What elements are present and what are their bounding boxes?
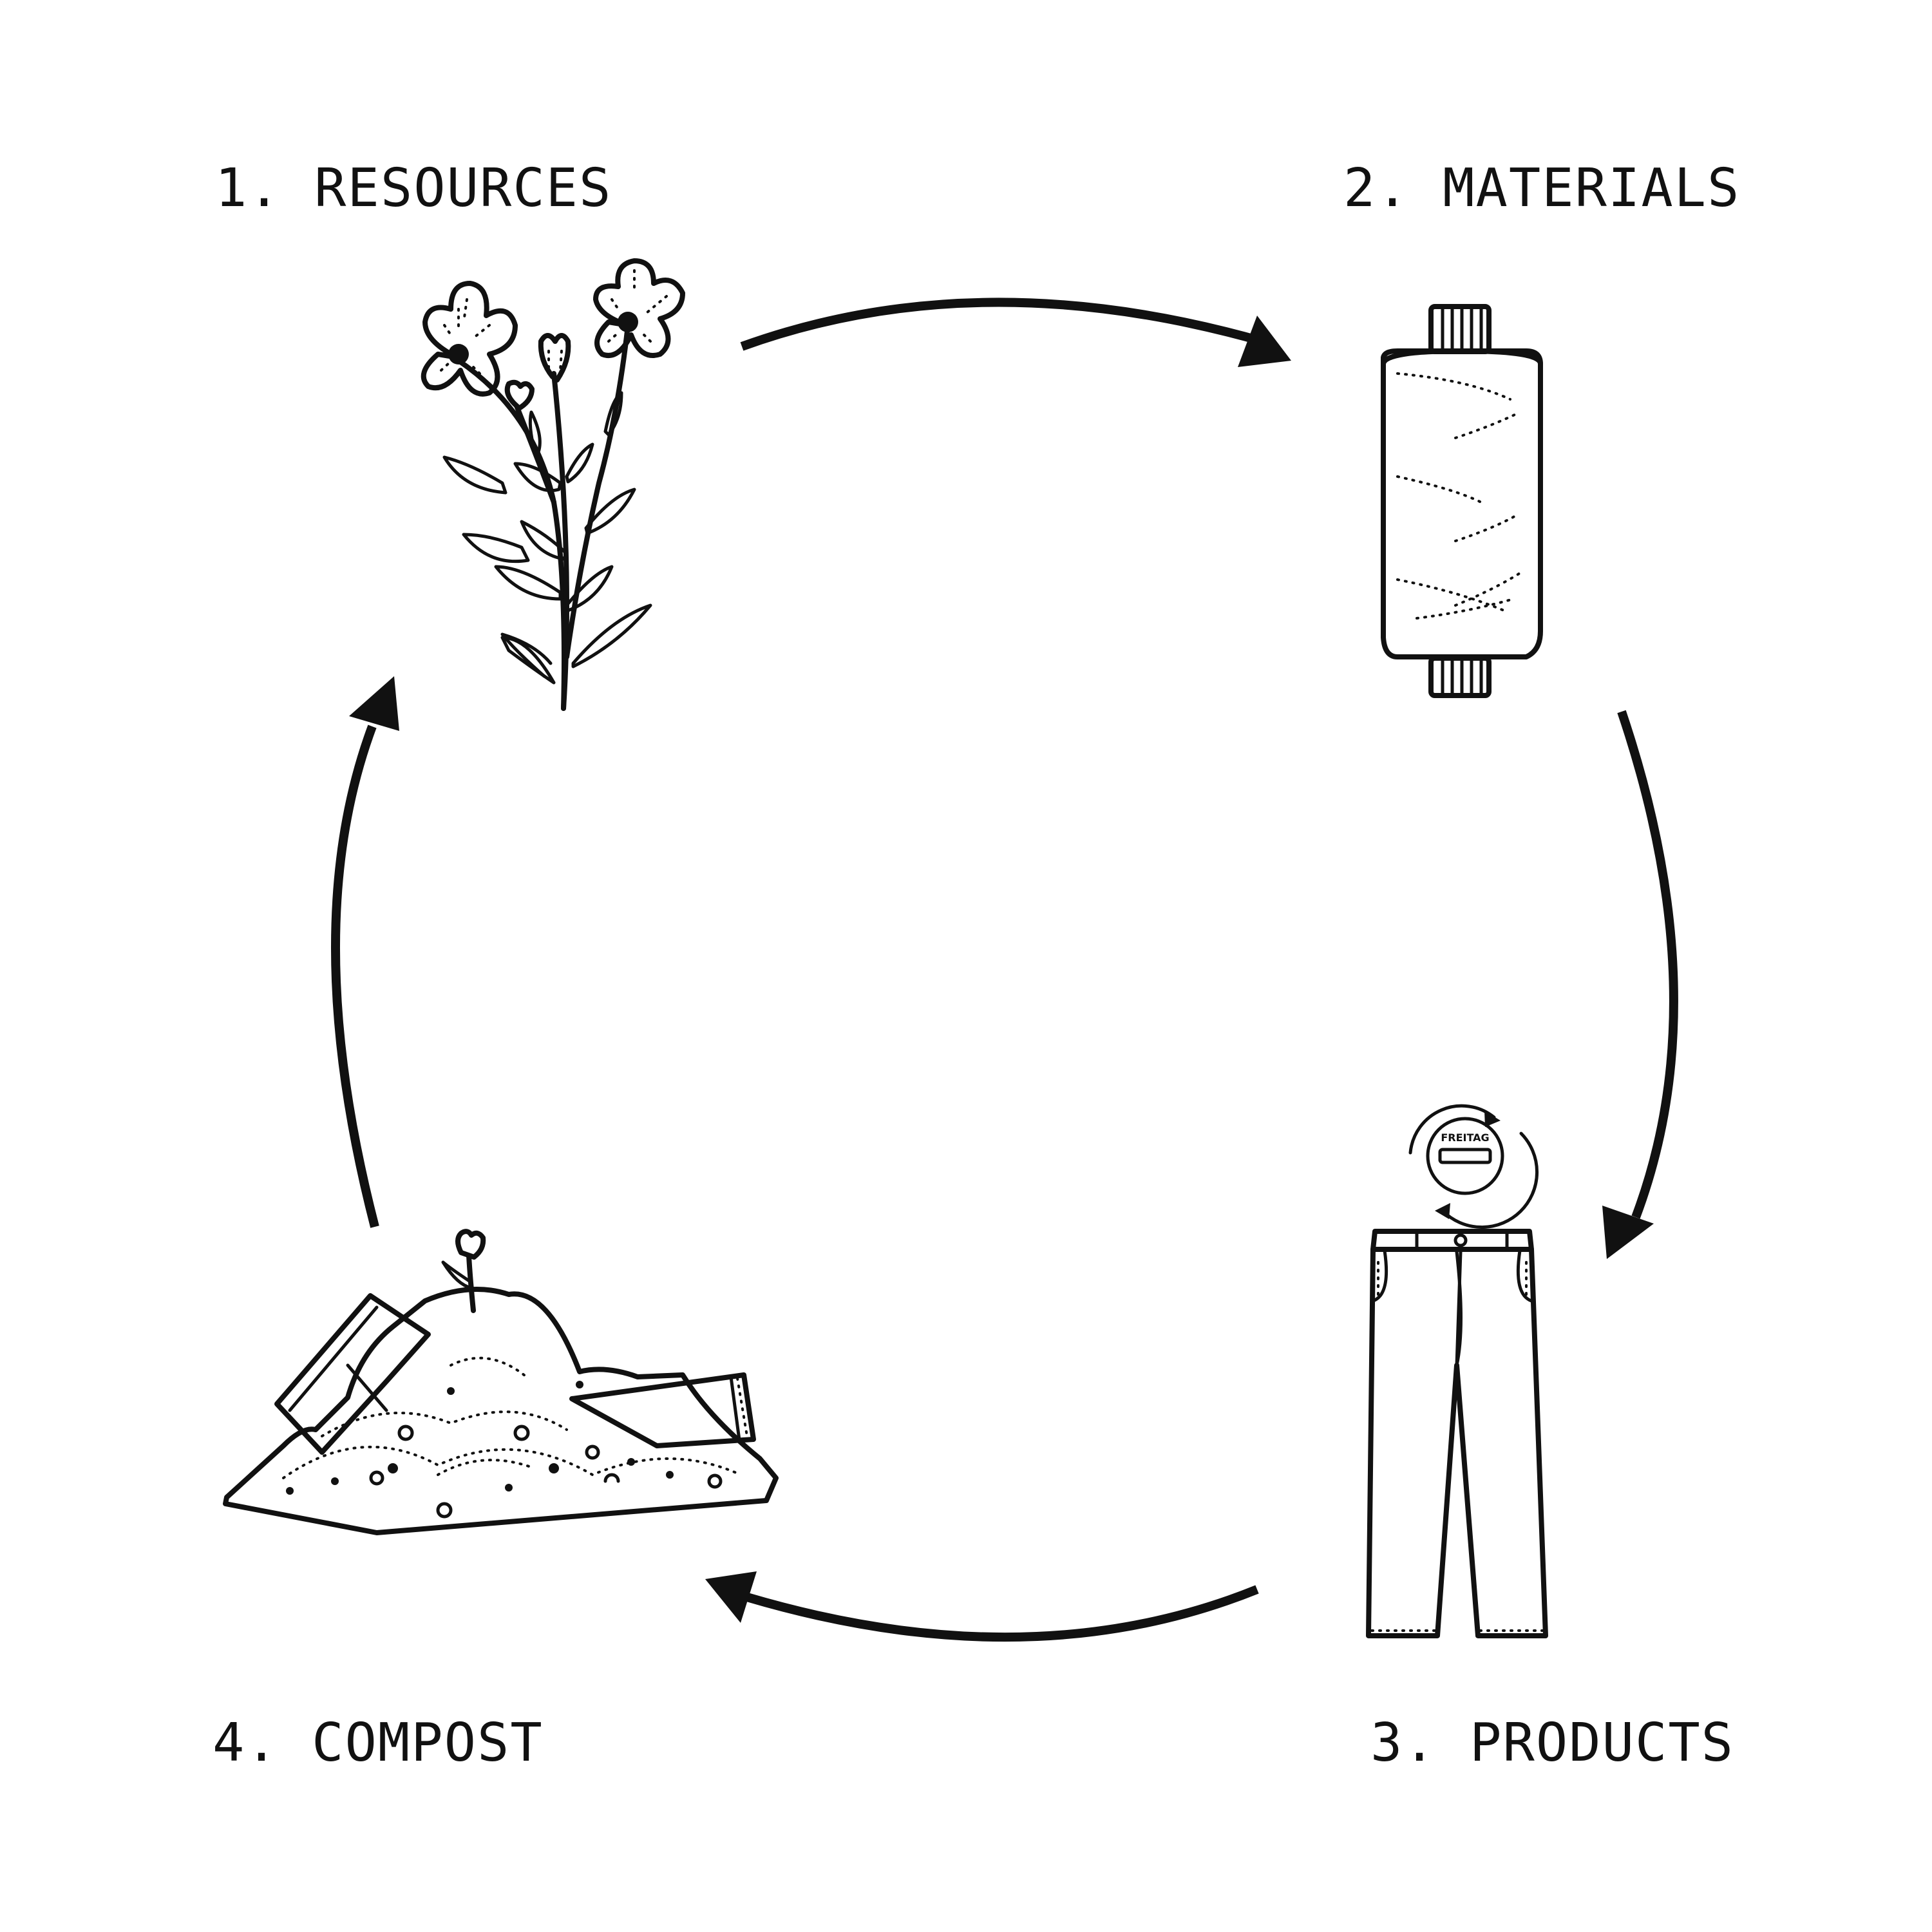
flax-flower-icon — [421, 258, 685, 711]
step-label-compost: 4. COMPOST — [213, 1712, 544, 1774]
compost-heap-icon — [223, 1229, 779, 1535]
arrow-compost-to-resources — [331, 676, 399, 1228]
step-label-materials: 2. MATERIALS — [1343, 158, 1741, 219]
freitag-badge-text: FREITAG — [1441, 1132, 1489, 1144]
step-label-products: 3. PRODUCTS — [1370, 1712, 1735, 1774]
trousers-icon: FREITAG — [1366, 1104, 1548, 1638]
step-label-resources: 1. RESOURCES — [215, 158, 612, 219]
arrow-materials-to-products — [1602, 710, 1678, 1259]
arrow-resources-to-materials — [740, 298, 1291, 367]
arrow-products-to-compost — [705, 1571, 1259, 1642]
freitag-recycle-badge: FREITAG — [1408, 1104, 1539, 1229]
thread-spool-icon — [1381, 304, 1543, 698]
